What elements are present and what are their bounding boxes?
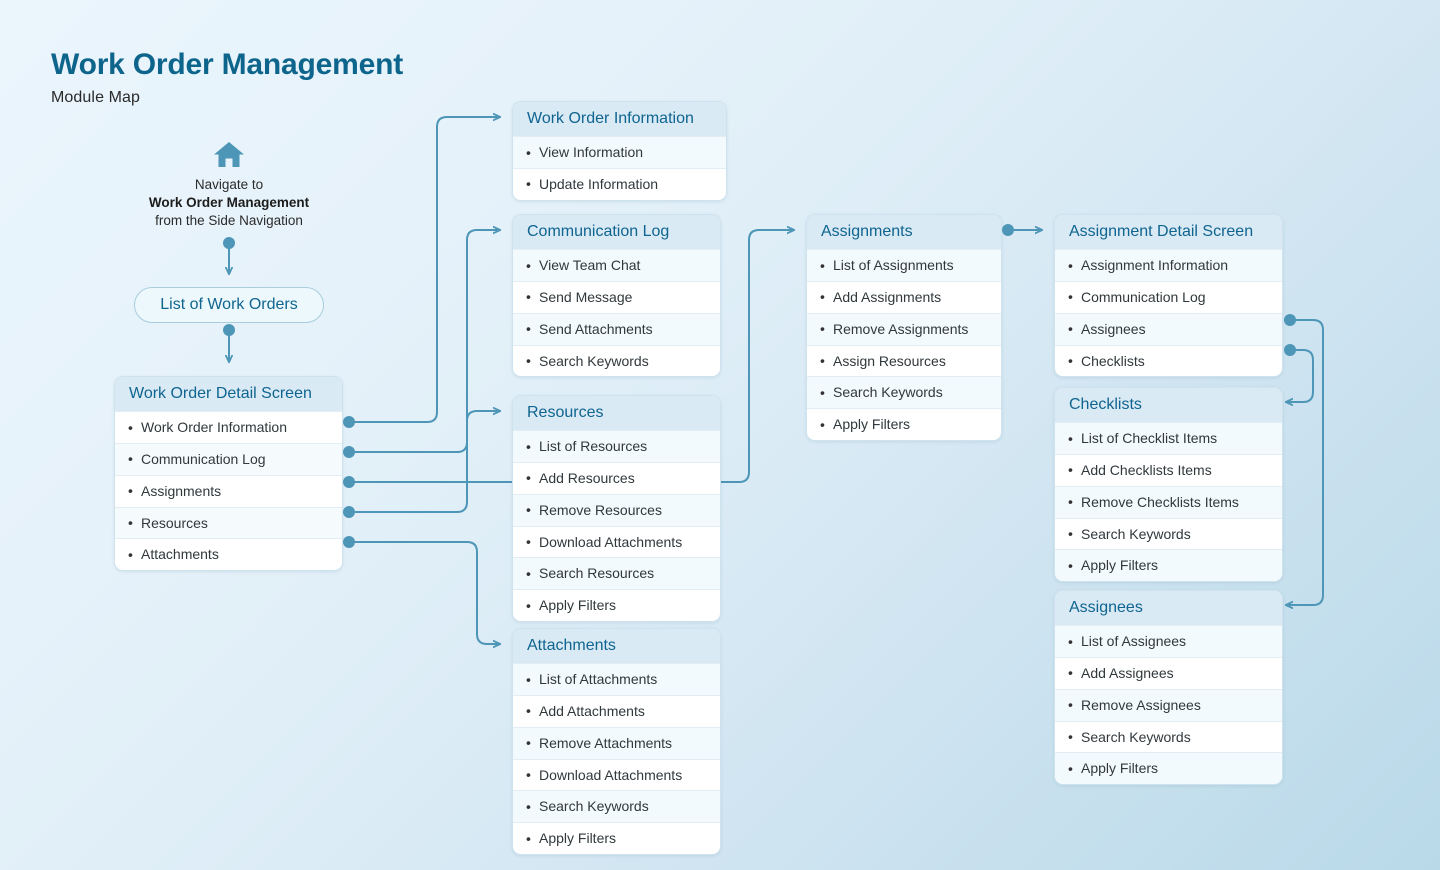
card-row[interactable]: List of Resources (513, 430, 720, 462)
card-row[interactable]: Remove Assignees (1055, 688, 1282, 721)
card-attachments[interactable]: Attachments List of Attachments Add Atta… (512, 628, 721, 855)
card-row[interactable]: List of Attachments (513, 663, 720, 695)
card-row[interactable]: View Information (513, 136, 726, 168)
card-row[interactable]: Apply Filters (513, 589, 720, 621)
card-assignments[interactable]: Assignments List of Assignments Add Assi… (806, 214, 1002, 441)
card-assignment-detail-screen[interactable]: Assignment Detail Screen Assignment Info… (1054, 214, 1283, 378)
card-resources[interactable]: Resources List of Resources Add Resource… (512, 395, 721, 622)
card-title: Checklists (1055, 388, 1282, 423)
connector-dot-detail-resources (343, 506, 355, 518)
card-row[interactable]: Remove Checklists Items (1055, 485, 1282, 518)
card-row[interactable]: View Team Chat (513, 249, 720, 281)
card-row[interactable]: Add Assignees (1055, 656, 1282, 689)
card-checklists[interactable]: Checklists List of Checklist Items Add C… (1054, 387, 1283, 583)
card-row[interactable]: Update Information (513, 167, 726, 200)
connector-dot-start-to-list (223, 237, 235, 249)
card-row[interactable]: Search Resources (513, 557, 720, 590)
card-row[interactable]: Add Assignments (807, 280, 1001, 313)
page-header: Work Order Management Module Map (51, 48, 403, 107)
card-row[interactable]: Send Attachments (513, 312, 720, 345)
start-line-3: from the Side Navigation (155, 212, 303, 228)
card-title: Assignees (1055, 591, 1282, 626)
card-row[interactable]: Add Resources (513, 461, 720, 494)
page-title: Work Order Management (51, 48, 403, 81)
card-row[interactable]: Apply Filters (1055, 549, 1282, 582)
card-row[interactable]: List of Checklist Items (1055, 422, 1282, 454)
start-line-2: Work Order Management (148, 194, 310, 210)
list-of-work-orders-node[interactable]: List of Work Orders (134, 287, 324, 323)
connector-dot-detail-work-order-information (343, 416, 355, 428)
card-row[interactable]: Download Attachments (513, 758, 720, 791)
card-row[interactable]: Remove Attachments (513, 726, 720, 759)
start-line-1: Navigate to (194, 177, 264, 192)
connector-dot-assigndetail-checklists (1284, 344, 1296, 356)
connector-dot-assigndetail-assignees (1284, 314, 1296, 326)
connector-dot-detail-communication-log (343, 446, 355, 458)
card-row[interactable]: Resources (115, 506, 342, 539)
card-row[interactable]: Checklists (1055, 344, 1282, 377)
card-work-order-detail-screen[interactable]: Work Order Detail Screen Work Order Info… (114, 376, 343, 572)
card-row[interactable]: Assign Resources (807, 344, 1001, 377)
card-title: Assignments (807, 215, 1001, 250)
card-title: Assignment Detail Screen (1055, 215, 1282, 250)
card-row[interactable]: Work Order Information (115, 411, 342, 443)
card-row[interactable]: Add Attachments (513, 694, 720, 727)
card-title: Work Order Information (513, 102, 726, 137)
card-row[interactable]: Send Message (513, 280, 720, 313)
card-row[interactable]: Download Attachments (513, 525, 720, 558)
page-subtitle: Module Map (51, 88, 141, 106)
card-assignees[interactable]: Assignees List of Assignees Add Assignee… (1054, 590, 1283, 786)
start-instruction: Navigate to Work Order Management from t… (110, 176, 348, 230)
connector-dot-detail-attachments (343, 536, 355, 548)
card-row[interactable]: Search Keywords (513, 344, 720, 377)
card-row[interactable]: Assignment Information (1055, 249, 1282, 281)
start-node: Navigate to Work Order Management from t… (110, 140, 348, 230)
home-icon (214, 142, 244, 167)
card-row[interactable]: Communication Log (115, 442, 342, 475)
card-title: Attachments (513, 629, 720, 664)
card-row[interactable]: Search Keywords (513, 790, 720, 823)
card-row[interactable]: Search Keywords (807, 376, 1001, 409)
card-row[interactable]: Add Checklists Items (1055, 453, 1282, 486)
card-row[interactable]: Apply Filters (513, 822, 720, 854)
card-row[interactable]: Search Keywords (1055, 720, 1282, 753)
card-work-order-information[interactable]: Work Order Information View Information … (512, 101, 727, 201)
card-row[interactable]: List of Assignments (807, 249, 1001, 281)
card-title: Communication Log (513, 215, 720, 250)
card-row[interactable]: List of Assignees (1055, 625, 1282, 657)
card-row[interactable]: Search Keywords (1055, 517, 1282, 550)
connector-dot-detail-assignments (343, 476, 355, 488)
card-row[interactable]: Communication Log (1055, 280, 1282, 313)
card-row[interactable]: Remove Resources (513, 493, 720, 526)
list-of-work-orders-label: List of Work Orders (160, 296, 298, 313)
card-row[interactable]: Remove Assignments (807, 312, 1001, 345)
connector-dot-list-to-detail (223, 324, 235, 336)
card-title: Work Order Detail Screen (115, 377, 342, 412)
card-row[interactable]: Assignments (115, 474, 342, 507)
card-communication-log[interactable]: Communication Log View Team Chat Send Me… (512, 214, 721, 378)
card-row[interactable]: Assignees (1055, 312, 1282, 345)
connector-dot-assignments-to-detail (1002, 224, 1014, 236)
card-row[interactable]: Apply Filters (1055, 752, 1282, 785)
card-title: Resources (513, 396, 720, 431)
card-row[interactable]: Apply Filters (807, 408, 1001, 440)
card-row[interactable]: Attachments (115, 538, 342, 571)
